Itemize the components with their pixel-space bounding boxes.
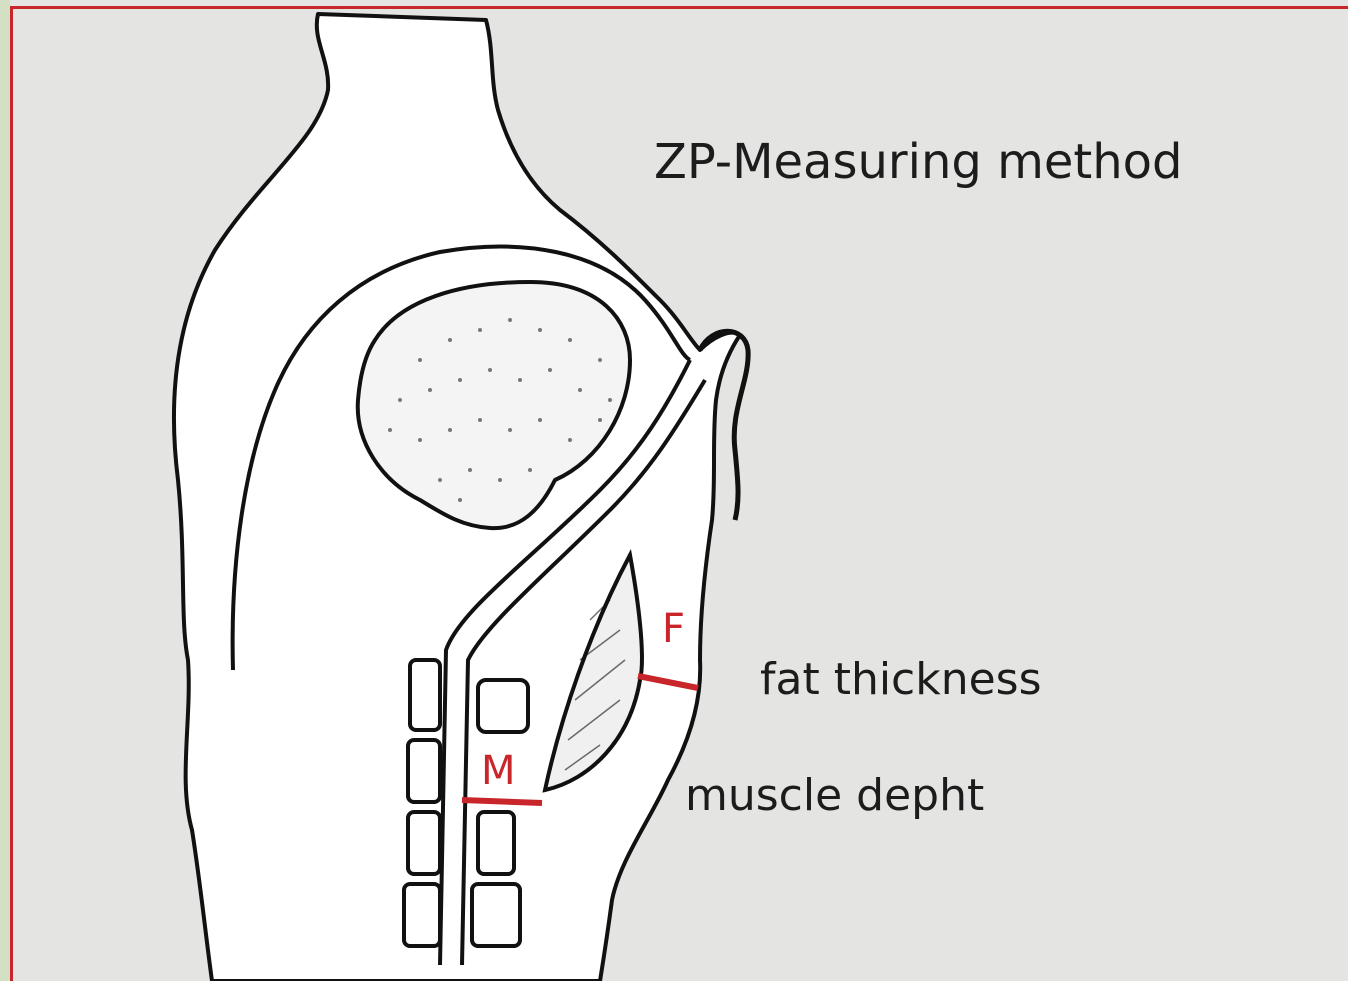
- muscle-depth-label: muscle depht: [685, 770, 984, 821]
- page-title: ZP-Measuring method: [654, 134, 1182, 190]
- muscle-measure-line: [462, 800, 542, 803]
- muscle-marker-label: M: [481, 748, 516, 794]
- fat-marker-label: F: [662, 606, 685, 652]
- fat-thickness-label: fat thickness: [760, 654, 1042, 705]
